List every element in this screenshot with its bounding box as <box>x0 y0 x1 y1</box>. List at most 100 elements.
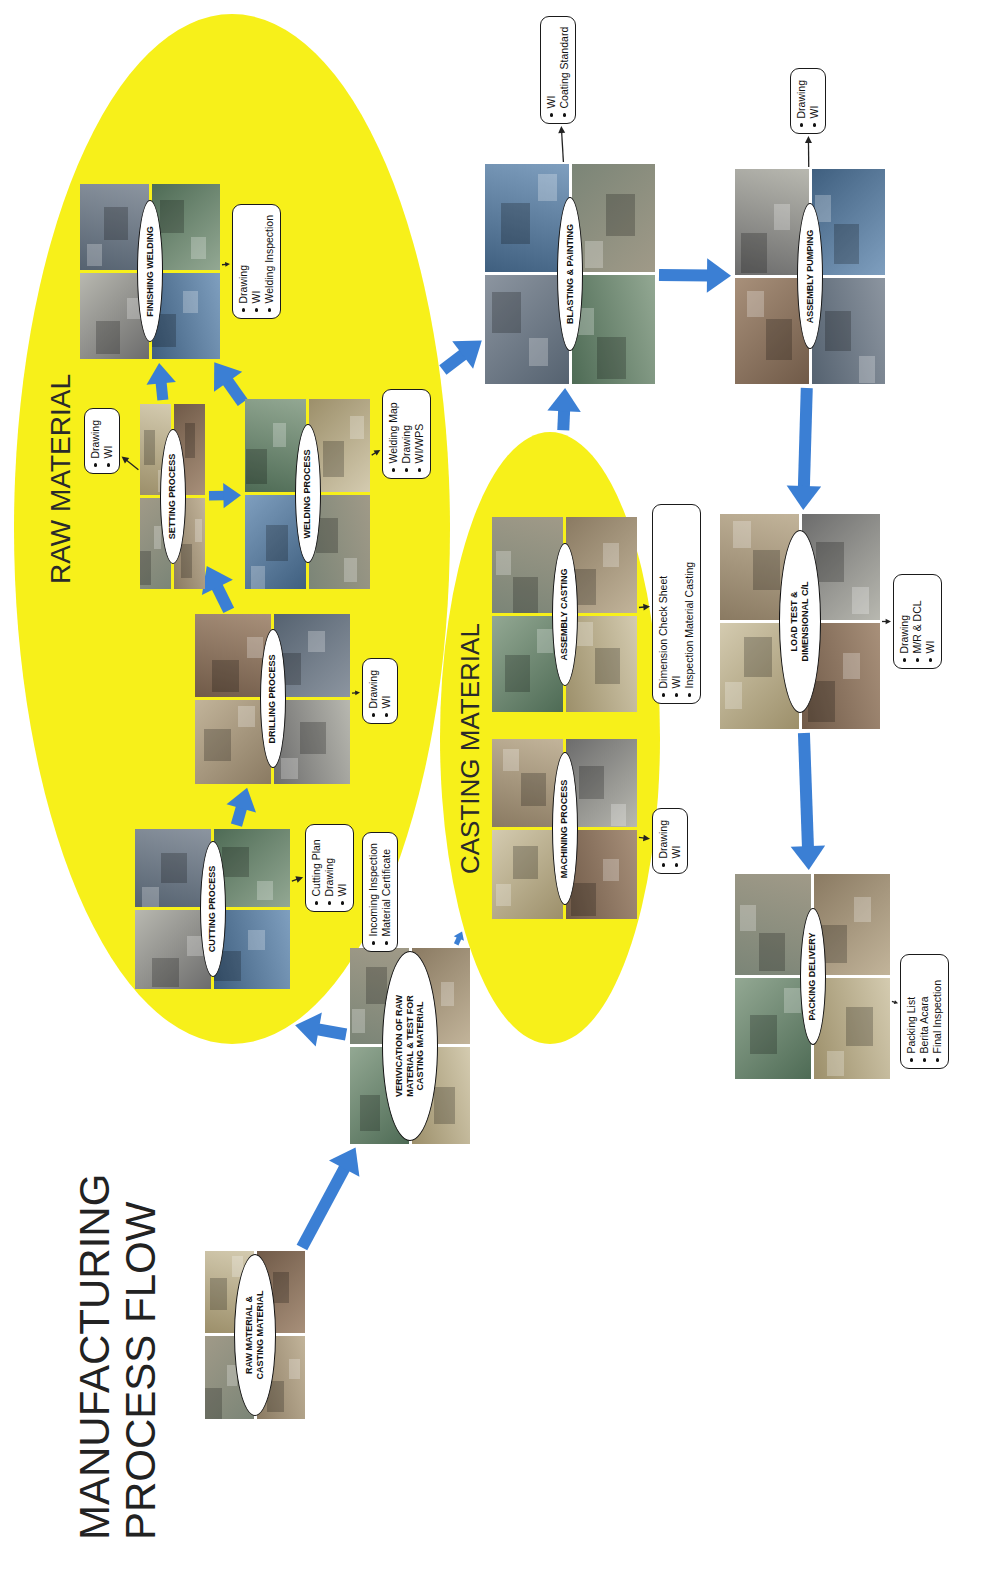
arrow-shaft <box>443 353 466 370</box>
arrow-head <box>643 835 650 842</box>
bullet-dot <box>813 124 817 128</box>
note-leader-arrow <box>639 604 650 611</box>
note-text: WI <box>545 96 558 109</box>
ellipse-fill <box>440 432 660 1044</box>
leader-line <box>391 949 392 951</box>
note-text: WI <box>102 446 115 459</box>
photo-detail <box>210 1278 227 1309</box>
process-label-oval: LOAD TEST & DIMENSIONAL C/L <box>779 530 821 713</box>
leader-line <box>562 132 564 162</box>
note-text: WI <box>336 884 349 897</box>
leader-line <box>808 142 810 167</box>
bullet-dot <box>392 469 396 473</box>
bullet-dot <box>550 114 554 118</box>
arrow-head <box>295 1013 322 1047</box>
region-label-block: RAW MATERIAL <box>45 374 77 584</box>
photo-detail <box>571 883 596 917</box>
process-label-oval: DRILLING PROCESS <box>260 630 286 769</box>
process-label: WELDING PROCESS <box>302 450 313 539</box>
photo-detail <box>183 291 198 313</box>
note-row: Welding Map <box>387 398 400 472</box>
note-box: DrawingWI <box>790 68 826 134</box>
photo-detail <box>843 653 860 680</box>
note-text: Final Inspection <box>931 980 944 1054</box>
note-box: Cutting PlanDrawingWI <box>305 824 354 912</box>
note-row: WI <box>670 513 683 697</box>
photo-detail <box>96 321 120 354</box>
photo-detail <box>825 311 851 351</box>
note-row: Drawing <box>323 833 336 905</box>
bullet-dot <box>385 714 389 718</box>
arrow-head <box>122 456 130 463</box>
ellipse-fill <box>14 14 450 1044</box>
photo-detail <box>784 988 801 1013</box>
region-label-block: CASTING MATERIAL <box>456 623 486 874</box>
note-row: Cutting Plan <box>310 833 323 905</box>
flow-arrow <box>202 566 233 611</box>
note-row: Drawing <box>657 817 670 867</box>
note-text: Packing List <box>905 997 918 1054</box>
photo-detail <box>513 577 538 613</box>
bullet-dot <box>936 1059 940 1063</box>
note-text: Coating Standard <box>558 27 571 109</box>
bullet-dot <box>255 309 259 313</box>
photo-detail <box>191 237 206 259</box>
photo-detail <box>529 338 547 365</box>
photo-detail <box>344 558 357 581</box>
photo-detail <box>505 655 530 691</box>
photo-detail <box>747 291 763 318</box>
note-text: WI <box>670 846 683 859</box>
arrow-head <box>454 931 464 940</box>
photo-detail <box>606 194 635 235</box>
note-box: DrawingM/R & DCLWI <box>893 574 942 669</box>
flow-arrow <box>659 258 731 293</box>
photo-detail <box>360 1095 380 1132</box>
arrow-head <box>225 262 230 267</box>
process-photo-group: BLASTING & PAINTING <box>485 164 655 384</box>
arrow-shaft <box>315 1029 346 1035</box>
note-row: M/R & DCL <box>911 583 924 662</box>
arrow-head <box>214 362 242 392</box>
note-text: WI/WPS <box>413 424 426 464</box>
note-text: Drawing <box>898 615 911 654</box>
flow-arrow <box>443 341 482 370</box>
note-text: Drawing <box>89 420 102 459</box>
leader-line <box>126 460 138 470</box>
note-row: Packing List <box>905 963 918 1062</box>
process-label-oval: SETTING PROCESS <box>160 429 186 564</box>
note-leader-arrow <box>122 456 139 469</box>
arrow-shaft <box>216 584 229 610</box>
note-row: WI/WPS <box>413 398 426 472</box>
region-ellipse: CASTING MATERIALMACHINING PROCESSDrawing… <box>440 432 660 1044</box>
arrow-head <box>202 566 233 595</box>
arrow-shaft <box>804 388 807 490</box>
bullet-dot <box>94 464 98 468</box>
arrow-shaft <box>226 379 243 403</box>
photo-detail <box>181 544 192 579</box>
photo-detail <box>740 905 757 930</box>
photo-detail <box>496 551 512 575</box>
process-label-oval: BLASTING & PAINTING <box>557 197 583 351</box>
note-box: DrawingWI <box>84 408 120 474</box>
title-text: MANUFACTURING PROCESS FLOW <box>71 1174 164 1540</box>
photo-detail <box>246 449 267 485</box>
note-row: Drawing <box>237 213 250 312</box>
note-box: Welding MapDrawingWI/WPS <box>382 389 431 479</box>
arrow-head <box>707 258 731 293</box>
photo-detail <box>741 233 767 273</box>
note-box: Packing ListBerita AcaraFinal Inspection <box>900 954 949 1069</box>
note-text: Cutting Plan <box>310 839 323 896</box>
photo-detail <box>281 758 298 779</box>
flow-arrow <box>547 388 580 430</box>
photo-tile <box>572 164 656 273</box>
process-label: VERIVICATION OF RAW MATERIAL & TEST FOR … <box>394 984 426 1109</box>
note-row: WI <box>924 583 937 662</box>
note-text: WI <box>380 696 393 709</box>
photo-detail <box>160 200 184 233</box>
process-label: BLASTING & PAINTING <box>565 224 576 324</box>
process-photo-group: DRILLING PROCESS <box>195 614 350 784</box>
bullet-dot <box>418 469 422 473</box>
note-text: Drawing <box>657 820 670 859</box>
process-label-oval: CUTTING PROCESS <box>200 841 226 977</box>
